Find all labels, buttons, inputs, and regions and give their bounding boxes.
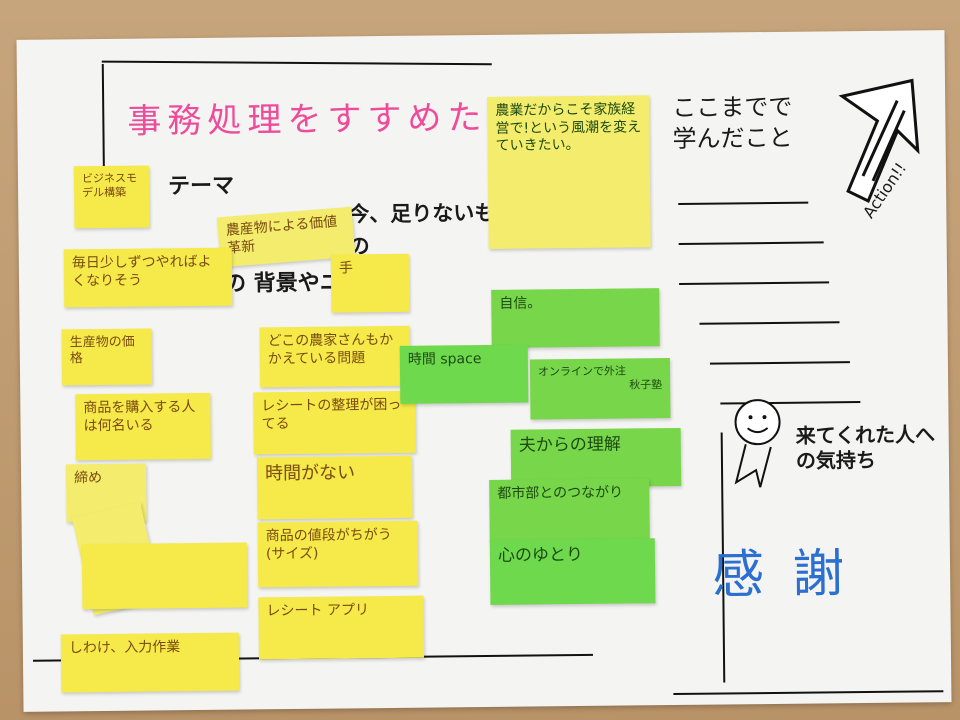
poster-paper: 事務処理をすすめたい テーマ の 背景やニーズ 今、足りないもの ここまでで学ん… xyxy=(16,30,952,712)
note-online-outsource-text: オンラインで外注 xyxy=(537,364,627,379)
note-business-model: ビジネスモデル構築 xyxy=(73,165,150,229)
note-receipt-app: レシート アプリ xyxy=(258,595,424,660)
note-time-space: 時間 space xyxy=(399,344,529,404)
poster-title: 事務処理をすすめたい xyxy=(127,97,528,142)
frame-line-bottom-right xyxy=(673,690,944,696)
note-farmers-problem: どこの農家さんもかかえている問題 xyxy=(259,325,411,388)
note-confidence: 自信。 xyxy=(491,288,660,348)
frame-line-top xyxy=(101,60,492,66)
note-hand: 手 xyxy=(330,253,410,313)
learned-line-3 xyxy=(679,281,830,285)
lacking-label: 今、足りないもの xyxy=(348,200,496,258)
note-no-time: 時間がない xyxy=(256,455,413,520)
note-buyers-count: 商品を購入する人は何名いる xyxy=(75,392,211,461)
note-urban-connection: 都市部とのつながり xyxy=(489,478,650,542)
learned-line-1 xyxy=(678,201,809,205)
note-peace-of-mind: 心のゆとり xyxy=(489,538,656,605)
frame-line-left xyxy=(101,63,105,174)
note-product-price: 生産物の価格 xyxy=(61,328,153,386)
note-online-outsource: オンラインで外注 秋子塾 xyxy=(529,358,671,420)
guests-label: 来てくれた人への気持ち xyxy=(795,422,936,473)
note-price-differs: 商品の値段がちがう(サイズ) xyxy=(257,520,419,588)
note-akiko-school: 秋子塾 xyxy=(629,377,663,392)
learned-line-2 xyxy=(678,241,824,245)
smiley-medal-icon xyxy=(734,399,781,488)
action-arrow-icon xyxy=(838,78,920,204)
note-journal-entry: しわけ、入力作業 xyxy=(60,632,240,693)
note-daily-improvement: 毎日少しずつやればよくなりそう xyxy=(63,247,233,308)
note-family-business: 農業だからこそ家族経営で!という風潮を変えていきたい。 xyxy=(487,95,651,249)
note-receipt-organize: レシートの整理が困ってる xyxy=(253,390,416,455)
theme-label: テーマ xyxy=(167,173,235,200)
thanks-text: 感謝 xyxy=(711,543,873,606)
note-blank xyxy=(81,542,248,610)
learned-label: ここまでで学んだこと xyxy=(672,92,793,154)
learned-line-5 xyxy=(709,361,850,365)
learned-line-4 xyxy=(699,321,840,325)
